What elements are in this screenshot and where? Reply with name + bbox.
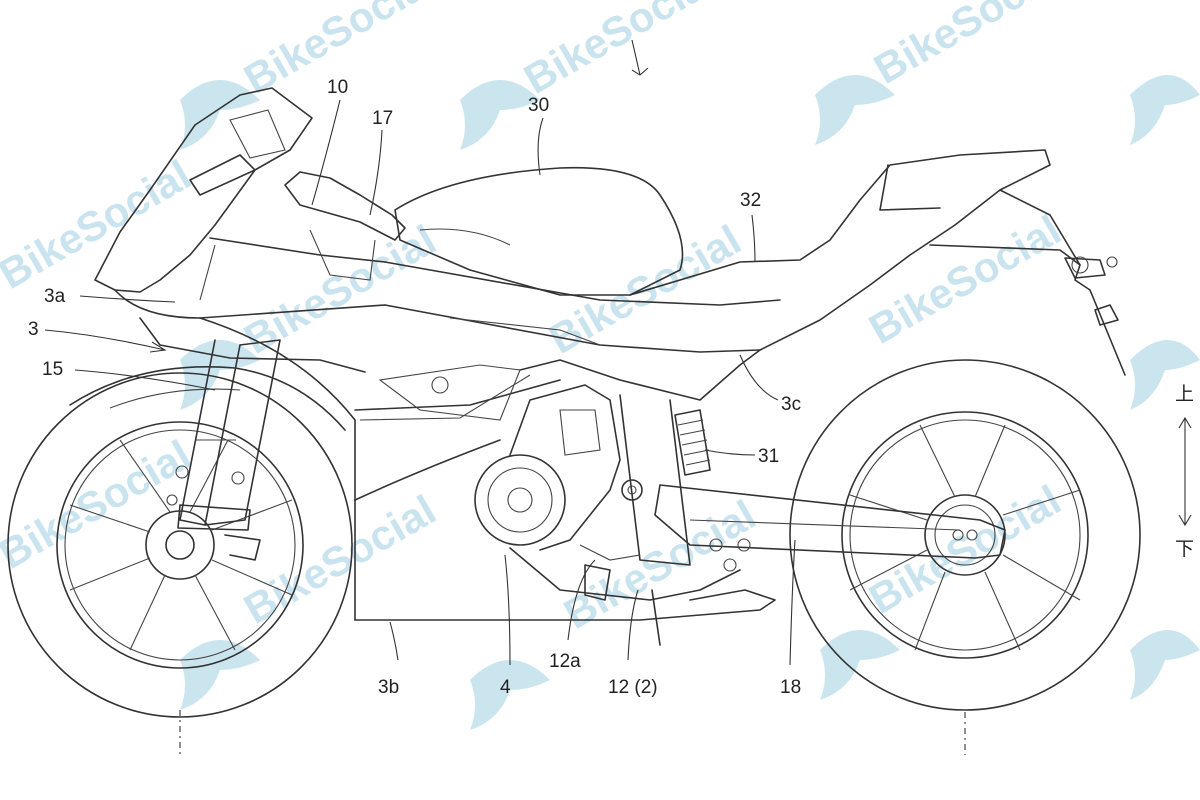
up-down-arrow	[1178, 416, 1192, 527]
tail-bracket	[929, 189, 1126, 376]
watermark-text: BikeSocial	[0, 151, 198, 298]
front-wheel	[7, 372, 353, 755]
direction-indicator: 上 下	[1175, 383, 1194, 560]
front-fender-inner	[109, 388, 241, 409]
ref-label-4: 4	[500, 677, 511, 698]
ref-label-3: 3	[28, 319, 39, 340]
ref-label-12a: 12a	[549, 651, 581, 672]
watermark-text: BikeSocial	[866, 0, 1073, 93]
rear-wheel	[789, 359, 1141, 755]
lower-cowl	[354, 374, 776, 621]
watermark-text: BikeSocial	[861, 476, 1068, 623]
watermark-logo	[180, 640, 260, 710]
handlebar	[284, 171, 406, 281]
watermark-logo	[1130, 630, 1200, 700]
watermark-text: BikeSocial	[236, 216, 443, 363]
engine	[474, 384, 741, 646]
rear-shock	[674, 409, 711, 476]
watermark-logo	[180, 80, 260, 150]
ref-label-15: 15	[42, 359, 63, 380]
main-frame	[378, 349, 761, 566]
watermark-text: BikeSocial	[861, 206, 1068, 353]
leader-lines	[44, 39, 796, 666]
fuel-tank	[394, 166, 684, 296]
ref-label-3a: 3a	[44, 286, 66, 307]
watermark-logo	[820, 630, 900, 700]
ref-label-3b: 3b	[378, 677, 399, 698]
watermark-text: BikeSocial	[541, 216, 748, 363]
front-fairing	[94, 87, 386, 621]
watermark-logo	[815, 75, 895, 145]
direction-down-label: 下	[1175, 539, 1194, 560]
reference-labels: 10 17 30 32 3a 3 15 3c 31 3b 4 12a 12 (2…	[28, 77, 801, 698]
watermark-text: BikeSocial	[516, 0, 723, 103]
watermark-logo	[460, 80, 540, 150]
seat-rear-cowl	[384, 149, 1051, 353]
headlight	[189, 154, 256, 196]
ref-label-32: 32	[740, 190, 761, 211]
ref-label-10: 10	[327, 77, 348, 98]
ref-label-18: 18	[780, 677, 801, 698]
watermark-logo	[1130, 75, 1200, 145]
ref-label-31: 31	[758, 446, 779, 467]
direction-up-label: 上	[1175, 383, 1194, 405]
watermark-text: BikeSocial	[556, 491, 763, 638]
ref-label-12-2: 12 (2)	[608, 677, 658, 698]
swingarm	[654, 484, 1006, 572]
watermark-logo	[1130, 340, 1200, 410]
ref-label-17: 17	[372, 108, 393, 129]
watermark-logo	[470, 660, 550, 730]
ref-label-3c: 3c	[781, 394, 801, 415]
ref-label-30: 30	[528, 95, 549, 116]
